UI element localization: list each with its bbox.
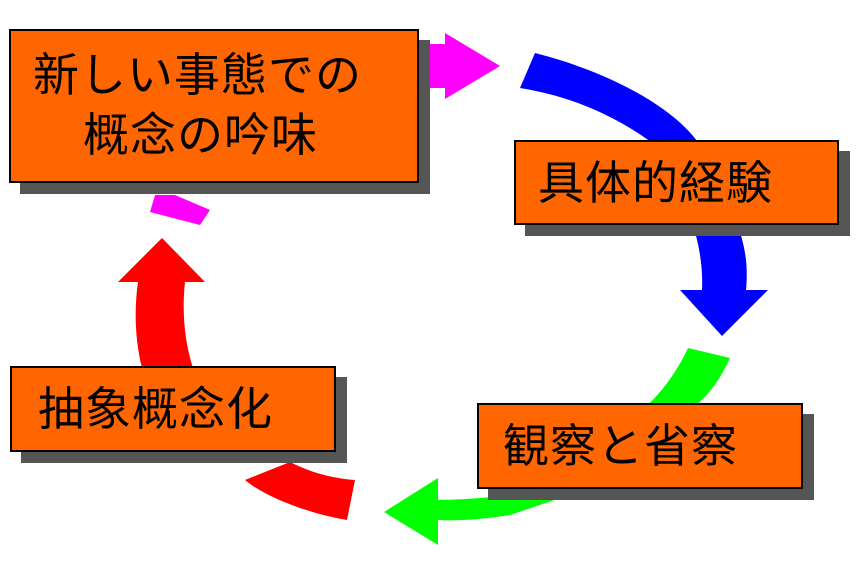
reflective-observation-box: 観察と省察	[477, 403, 803, 489]
reflective-observation-label: 観察と省察	[503, 419, 738, 473]
blue-arrow	[520, 53, 700, 145]
green-arrow	[640, 348, 730, 415]
abstract-conceptualization-box: 抽象概念化	[10, 366, 336, 452]
new-situation-line2: 概念の吟味	[83, 108, 318, 162]
new-situation-box: 新しい事態での 概念の吟味	[9, 29, 419, 183]
magenta-arrow	[420, 33, 500, 99]
new-situation-line1: 新しい事態での	[33, 48, 362, 102]
abstract-conceptualization-label: 抽象概念化	[38, 382, 273, 436]
concrete-experience-box: 具体的経験	[514, 140, 839, 225]
magenta-arrow-tail	[150, 195, 210, 225]
blue-arrow-lower	[680, 232, 768, 336]
concrete-experience-label: 具体的経験	[538, 156, 773, 210]
red-arrow	[245, 462, 355, 520]
red-arrow-upper	[118, 238, 205, 368]
